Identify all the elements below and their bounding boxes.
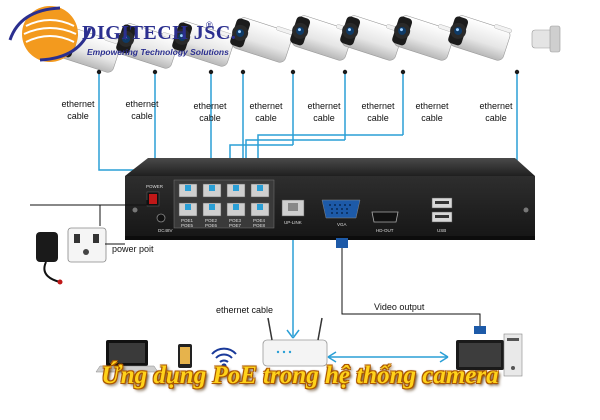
nvr-port-label: POE7 [229, 223, 242, 228]
vga-plug-icon [474, 326, 486, 334]
camera-icon [227, 12, 295, 65]
laptop-icon [95, 340, 159, 373]
camera-icon [445, 10, 513, 63]
nvr-port-label: POE5 [181, 223, 194, 228]
nvr-dc-label: DC48V [158, 228, 173, 233]
nvr-port-label: POE4 [253, 218, 266, 223]
power-cable [30, 200, 148, 245]
nvr-port-label: POE2 [205, 218, 218, 223]
logo-emblem [8, 6, 92, 62]
cable-dots [96, 69, 520, 75]
video-output-label: Video output [374, 302, 425, 312]
computer-tower-icon [503, 333, 523, 377]
logo-tagline: Empowering Technology Solutions [87, 47, 229, 57]
nvr-usb-label: USB [437, 228, 447, 233]
phone-icon [178, 344, 192, 368]
nvr-vga-label: VGA [337, 222, 347, 227]
nvr-uplink-label: UP-LINK [284, 220, 302, 225]
nvr-port-label: POE8 [253, 223, 266, 228]
monitor-icon [456, 340, 504, 376]
nvr-port-label: POE6 [205, 223, 218, 228]
vga-plug-icon [336, 238, 348, 248]
wifi-icon [211, 347, 237, 369]
nvr-device [125, 158, 535, 240]
uplink-cable [286, 240, 449, 363]
power-outlet-icon [67, 227, 107, 263]
camera-row [55, 10, 561, 75]
logo-name: DIGITECH JSC. [82, 22, 237, 44]
power-point-label: power poit [112, 244, 154, 254]
power-adapter-icon [36, 232, 63, 285]
camera-icon [389, 10, 457, 63]
nvr-port-label: POE1 [181, 218, 194, 223]
nvr-hdout-label: HD-OUT [376, 228, 394, 233]
nvr-port-label: POE3 [229, 218, 242, 223]
logo-registered-mark: ® [206, 20, 213, 30]
video-cable [341, 240, 481, 328]
router-icon [262, 317, 328, 367]
nvr-power-label: POWER [146, 184, 164, 189]
ethernet-cable-label: ethernet cable [216, 305, 274, 315]
camera-mount-icon [531, 25, 561, 53]
page-title: Ứng dụng PoE trong hệ thống camera [101, 362, 499, 389]
